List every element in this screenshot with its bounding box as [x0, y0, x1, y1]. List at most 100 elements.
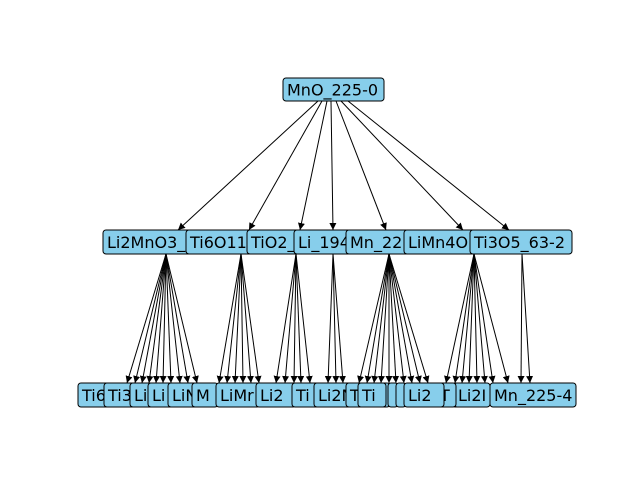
leaf-node[interactable]: Ti [291, 382, 321, 408]
edge-root-to-level1 [177, 100, 319, 231]
edge-root-to-level1 [335, 100, 387, 231]
node-box [357, 382, 387, 408]
node-label: Ti3O5_63-2 [473, 233, 565, 253]
edge-root-to-level1 [298, 100, 328, 231]
edge-level1-to-leaf [332, 253, 346, 384]
edge-level1-to-leaf [465, 253, 475, 384]
node-label: Li2 [260, 386, 284, 405]
leaf-node[interactable]: Li2I [453, 382, 491, 408]
edge-level1-to-leaf [159, 253, 167, 384]
edge-level1-to-leaf [133, 253, 167, 384]
edge-level1-to-leaf [357, 253, 390, 384]
edge-level1-to-leaf [388, 253, 430, 384]
leaf-node[interactable]: Li2N [313, 382, 355, 408]
node-label: LiMn4O [408, 233, 468, 252]
node-label: Ti [361, 386, 376, 405]
node-box [469, 229, 573, 255]
node-label: Li2I [458, 386, 486, 405]
edge-level1-to-leaf [473, 253, 481, 384]
edge-level1-to-leaf [139, 253, 167, 384]
node-label: Mn_22 [350, 233, 402, 253]
edge-level1-to-leaf [165, 253, 199, 384]
edge-level1-to-leaf [146, 253, 167, 384]
edge-level1-to-leaf [153, 253, 167, 384]
edge-level1-to-leaf [324, 253, 334, 384]
level1-node[interactable]: Ti6O11 [185, 229, 253, 255]
edge-level1-to-leaf [452, 253, 475, 384]
node-label: Li2 [408, 386, 432, 405]
leaf-node[interactable]: Li2 [255, 382, 297, 408]
edge-level1-to-leaf [240, 253, 262, 384]
root-node[interactable]: MnO_225-0 [282, 77, 385, 102]
node-label: Li [152, 386, 165, 405]
node-label: Li2N [318, 386, 354, 405]
node-label: Li [134, 386, 147, 405]
node-label: LiN [172, 386, 197, 405]
edge-level1-to-leaf [473, 253, 496, 384]
node-label: Mn_225-4 [494, 386, 572, 406]
level1-node[interactable]: Li2MnO3_ [102, 229, 196, 255]
node-box [403, 382, 445, 408]
edge-level1-to-leaf [216, 253, 242, 384]
edge-level1-to-leaf [444, 253, 475, 384]
edge-level1-to-leaf [165, 253, 183, 384]
node-label: Ti3 [107, 386, 132, 405]
leaf-node[interactable]: Mn_225-4 [489, 382, 577, 408]
edge-level1-to-leaf [224, 253, 242, 384]
edge-level1-to-leaf [165, 253, 191, 384]
edge-level1-to-leaf [125, 253, 167, 384]
edge-level1-to-leaf [282, 253, 297, 384]
edge-root-to-level1 [329, 100, 337, 231]
node-label: T [349, 386, 360, 405]
edge-level1-to-leaf [165, 253, 175, 384]
edge-level1-to-leaf [332, 253, 340, 384]
node-label: Li2MnO3_ [107, 233, 186, 253]
level1-node[interactable]: TiO2_ [246, 229, 302, 255]
edge-level1-to-leaf [364, 253, 390, 384]
root-layer: MnO_225-0 [282, 77, 385, 102]
edges-layer [125, 100, 534, 384]
node-label: Li_194 [298, 233, 350, 253]
edge-level1-to-leaf [273, 253, 297, 384]
edge-root-to-level1 [340, 100, 464, 231]
edge-level1-to-leaf [388, 253, 400, 384]
edge-root-to-level1 [347, 100, 510, 231]
node-label: LiMr [220, 386, 254, 405]
level1-node[interactable]: Li_194 [293, 229, 352, 255]
edge-level1-to-leaf [388, 253, 407, 384]
leaf-node[interactable]: LiMr [215, 382, 261, 408]
node-label: M [196, 386, 210, 405]
leaf-node[interactable]: Li2 [403, 382, 445, 408]
edge-level1-to-leaf [377, 253, 390, 384]
edge-level1-to-leaf [459, 253, 475, 384]
edge-level1-to-leaf [239, 253, 247, 384]
edge-level1-to-leaf [517, 253, 525, 384]
edge-level1-to-leaf [290, 253, 298, 384]
level1-node[interactable]: Mn_22 [345, 229, 410, 255]
level1-node[interactable]: LiMn4O [403, 229, 479, 255]
node-label: Ti6O11 [189, 233, 247, 252]
edge-level1-to-leaf [295, 253, 313, 384]
node-label: MnO_225-0 [287, 81, 378, 101]
edge-level1-to-leaf [473, 253, 488, 384]
edge-level1-to-leaf [240, 253, 254, 384]
edge-level1-to-leaf [473, 253, 510, 384]
node-box [489, 382, 577, 408]
edge-level1-to-leaf [521, 253, 534, 384]
edge-level1-to-leaf [388, 253, 415, 384]
leaf-node[interactable]: Ti3 [103, 382, 137, 408]
node-box [282, 77, 385, 102]
edge-root-to-level1 [248, 100, 323, 231]
level1-node[interactable]: Ti3O5_63-2 [469, 229, 573, 255]
node-label: Ti [295, 386, 310, 405]
node-label: Ti6 [81, 386, 106, 405]
leaf-node[interactable]: Ti [357, 382, 387, 408]
edge-level1-to-leaf [295, 253, 305, 384]
leaf-node[interactable]: M [191, 382, 219, 408]
edge-level1-to-leaf [371, 253, 390, 384]
edge-level1-to-leaf [231, 253, 242, 384]
node-label: TiO2_ [250, 233, 297, 253]
